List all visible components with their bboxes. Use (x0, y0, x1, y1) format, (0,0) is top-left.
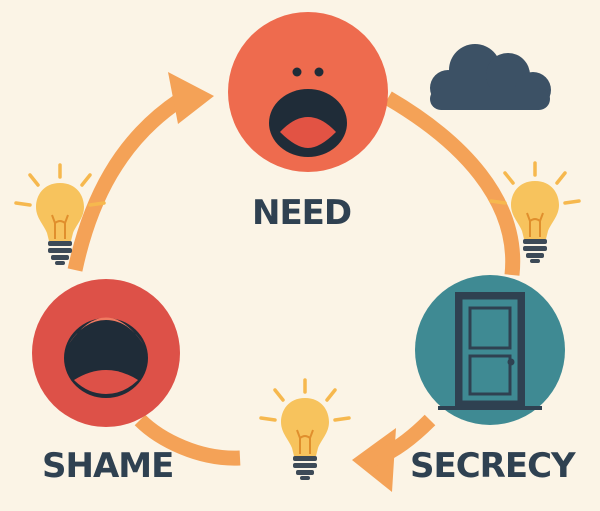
arrow-need-to-secrecy (384, 91, 521, 276)
arrow-secrecy-to-shame-upper (367, 414, 436, 468)
node-label-shame: SHAME (42, 446, 174, 486)
cycle-arrows (67, 91, 521, 466)
node-shame (32, 279, 180, 427)
crying-face-icon (64, 317, 148, 398)
arrowhead-need (168, 72, 214, 124)
node-label-need: NEED (252, 193, 352, 233)
arrow-secrecy-to-shame (134, 414, 241, 466)
node-secrecy (415, 275, 565, 425)
storm-cloud-icon (430, 44, 551, 110)
shocked-face-icon (269, 67, 347, 157)
arrow-shame-to-need (67, 93, 185, 272)
lightbulb-icon (259, 378, 351, 482)
node-need (228, 12, 388, 172)
door-icon (438, 292, 542, 410)
node-label-secrecy: SECRECY (410, 446, 576, 486)
